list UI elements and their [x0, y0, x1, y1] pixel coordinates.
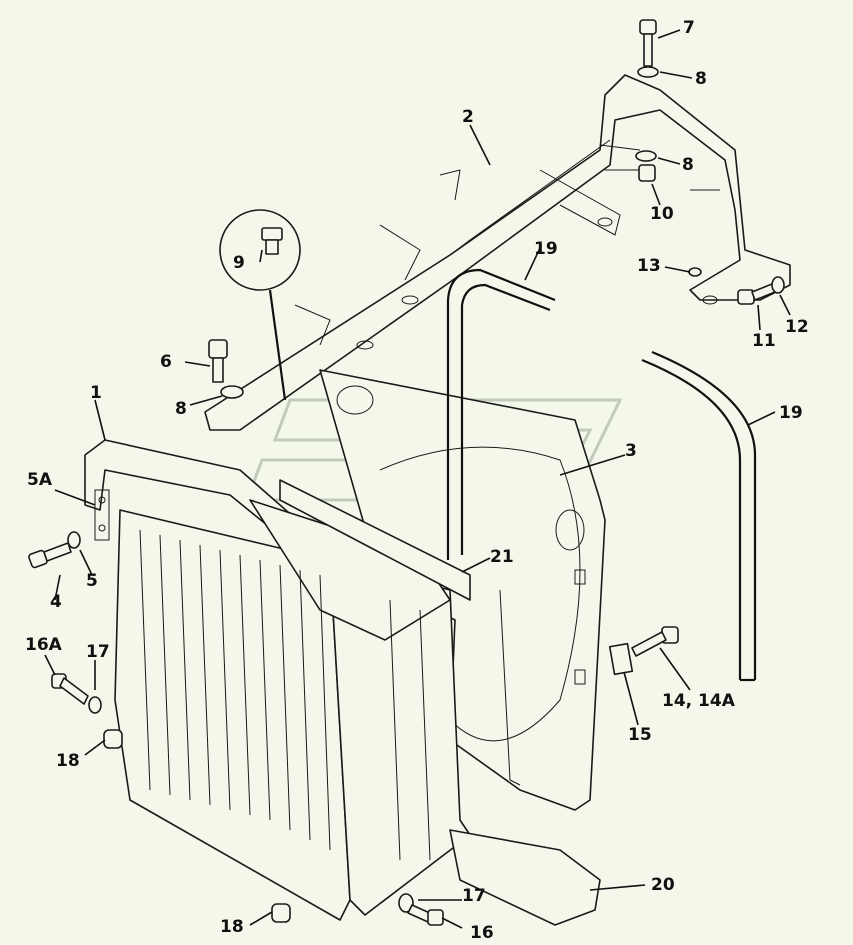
- callout-8-left: 8: [175, 399, 187, 419]
- callout-4: 4: [50, 592, 62, 612]
- bolt-16: [398, 893, 444, 926]
- callout-18-bottom: 18: [220, 917, 244, 937]
- callout-16: 16: [470, 923, 494, 943]
- callout-6: 6: [160, 352, 172, 372]
- base-support: [449, 829, 601, 926]
- grommet-18-upper: [103, 729, 123, 749]
- callout-19-right: 19: [779, 403, 803, 423]
- callout-labels: 1 2 3 4 5 5A 6 7 8 8 8 9 10 11 12 13 14,…: [25, 18, 809, 943]
- upper-support-frame: [204, 74, 791, 431]
- bolt-11: [737, 276, 785, 305]
- seal-strip-right: [641, 350, 757, 682]
- leader-lines: [44, 29, 791, 929]
- callout-19-top: 19: [534, 239, 558, 259]
- callout-16a: 16A: [25, 635, 63, 655]
- callout-13: 13: [637, 256, 661, 276]
- callout-14-14a: 14, 14A: [662, 691, 736, 711]
- callout-21: 21: [490, 547, 514, 567]
- callout-5a: 5A: [27, 470, 53, 490]
- callout-3: 3: [625, 441, 637, 461]
- bolt-6: [208, 339, 244, 399]
- mounting-plate: [608, 642, 634, 676]
- callout-20: 20: [651, 875, 675, 895]
- callout-8-top: 8: [695, 69, 707, 89]
- radiator-assembly: [84, 439, 471, 921]
- bolt-7: [637, 19, 659, 78]
- screw-9-detail: [219, 209, 301, 401]
- callout-1: 1: [90, 383, 102, 403]
- callout-15: 15: [628, 725, 652, 745]
- callout-17-left: 17: [86, 642, 110, 662]
- callout-10: 10: [650, 204, 674, 224]
- bushing-10: [635, 150, 657, 182]
- seal-strip-left: [446, 268, 556, 560]
- radiator-fins: [139, 529, 431, 861]
- callout-8-mid: 8: [682, 155, 694, 175]
- callout-12: 12: [785, 317, 809, 337]
- screw-13: [688, 267, 702, 277]
- callout-9: 9: [233, 253, 245, 273]
- callout-17-bottom: 17: [462, 886, 486, 906]
- callout-2: 2: [462, 107, 474, 127]
- bolt-4: [28, 531, 81, 569]
- callout-11: 11: [752, 331, 776, 351]
- callout-5: 5: [86, 571, 98, 591]
- bolt-14: [631, 626, 679, 657]
- callout-18-left: 18: [56, 751, 80, 771]
- callout-7: 7: [683, 18, 695, 38]
- baffle-bar: [279, 479, 471, 601]
- bolt-16a: [51, 673, 102, 714]
- grommet-18-lower: [271, 903, 291, 923]
